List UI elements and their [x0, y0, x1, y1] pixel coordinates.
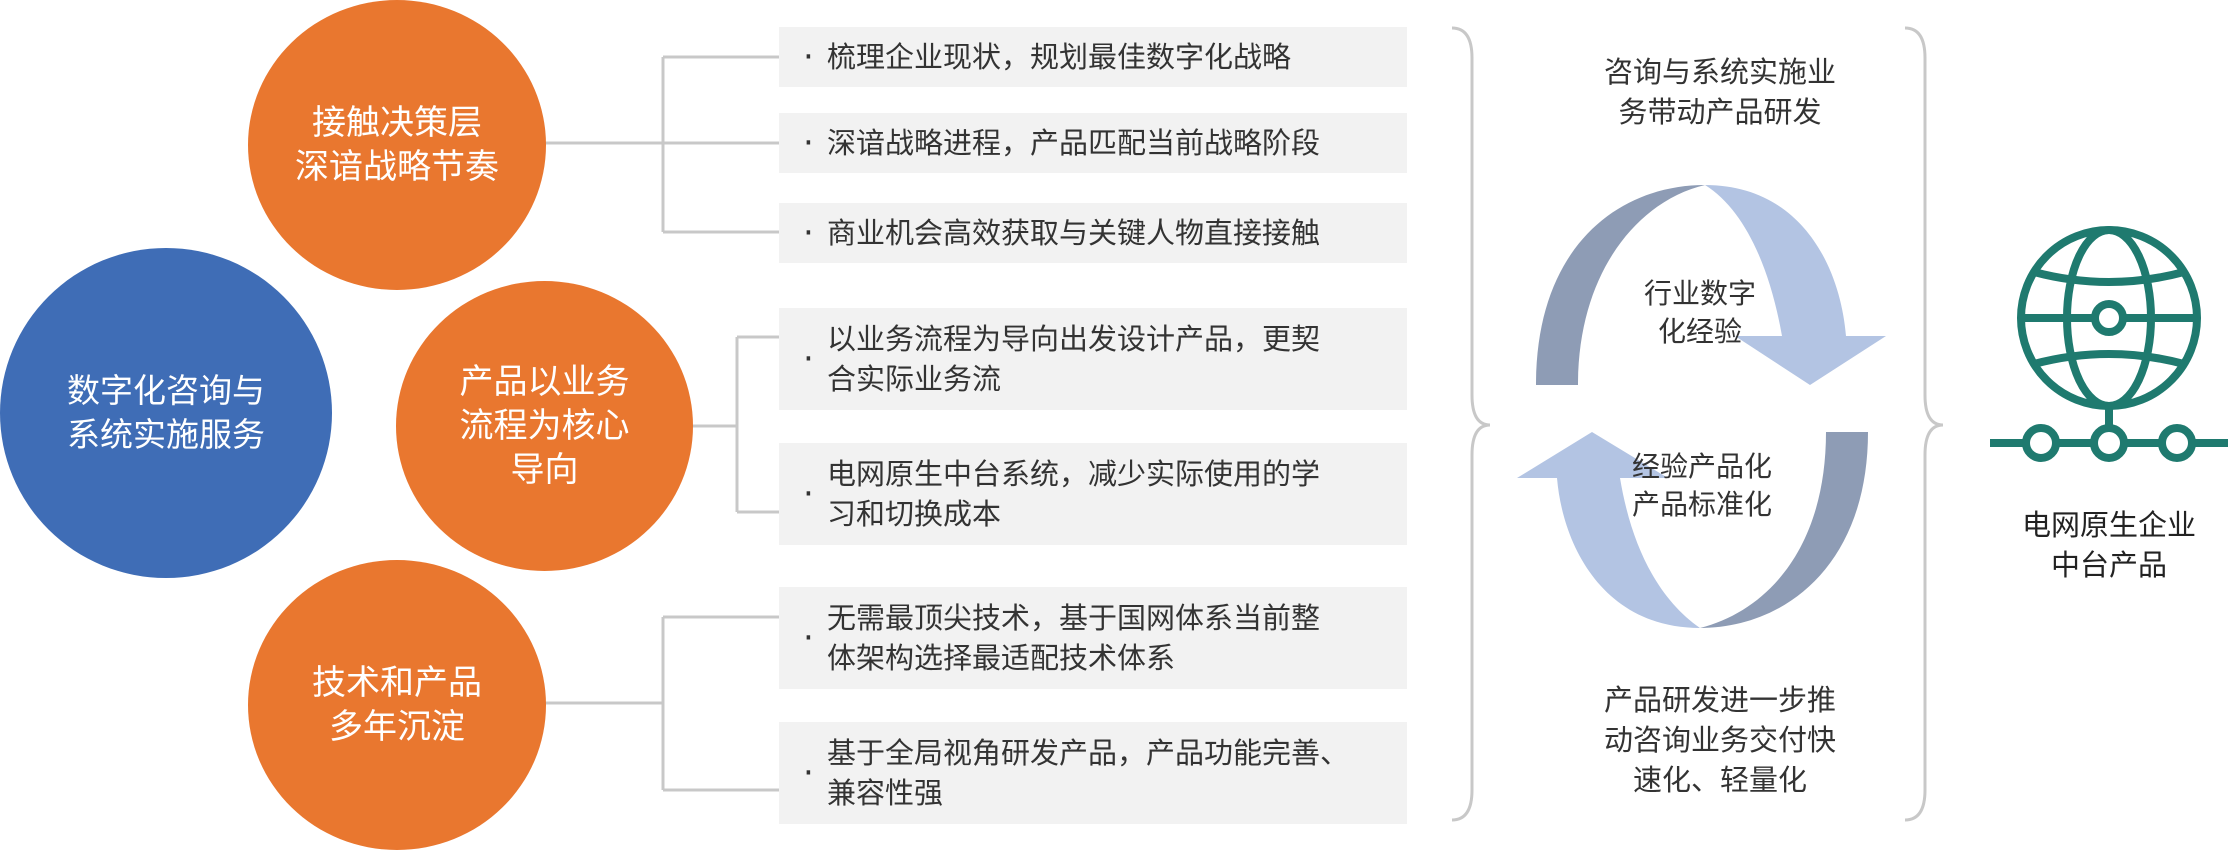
bullet-item: 电网原生中台系统，减少实际使用的学 习和切换成本	[779, 443, 1407, 545]
connector-group-3	[545, 615, 779, 792]
cycle-bottom-text: 产品研发进一步推 动咨询业务交付快 速化、轻量化	[1603, 683, 1836, 797]
bullet-item: 梳理企业现状，规划最佳数字化战略	[779, 27, 1407, 87]
cycle-arrow-top-light	[1705, 185, 1886, 385]
result-product-label: 电网原生企业 中台产品	[2021, 508, 2196, 582]
center-service-label: 数字化咨询与 系统实施服务	[67, 371, 265, 454]
bullet-item: 深谙战略进程，产品匹配当前战略阶段	[779, 113, 1407, 173]
bullet-item: 商业机会高效获取与关键人物直接接触	[779, 203, 1407, 263]
bullet-item: 以业务流程为导向出发设计产品，更契 合实际业务流	[779, 308, 1407, 410]
connector-group-1	[545, 55, 779, 234]
pillar-circle-decision: 接触决策层 深谙战略节奏	[248, 0, 546, 290]
globe-network-icon	[1990, 226, 2228, 462]
connector-group-2	[693, 335, 779, 514]
pillar-label-process: 产品以业务 流程为核心 导向	[459, 362, 630, 490]
pillar-label-decision: 接触决策层 深谙战略节奏	[295, 103, 499, 187]
cycle-arrow-top-dark	[1536, 185, 1705, 385]
bullet-item: 基于全局视角研发产品，产品功能完善、 兼容性强	[779, 722, 1407, 824]
pillar-circle-process: 产品以业务 流程为核心 导向	[396, 281, 693, 571]
cycle-arrow-top-label: 行业数字 化经验	[1643, 277, 1756, 348]
cycle-arrow-bottom-light	[1517, 432, 1700, 628]
brace-right	[1904, 26, 1944, 822]
brace-left	[1451, 26, 1491, 822]
cycle-arrow-bottom-label: 经验产品化 产品标准化	[1631, 450, 1772, 521]
bullet-item: 无需最顶尖技术，基于国网体系当前整 体架构选择最适配技术体系	[779, 587, 1407, 689]
center-service-circle: 数字化咨询与 系统实施服务	[0, 248, 332, 578]
pillar-circle-tech: 技术和产品 多年沉淀	[248, 560, 546, 850]
cycle-top-text: 咨询与系统实施业 务带动产品研发	[1603, 55, 1836, 129]
cycle-arrow-bottom-dark	[1700, 432, 1868, 628]
pillar-label-tech: 技术和产品 多年沉淀	[312, 663, 482, 747]
